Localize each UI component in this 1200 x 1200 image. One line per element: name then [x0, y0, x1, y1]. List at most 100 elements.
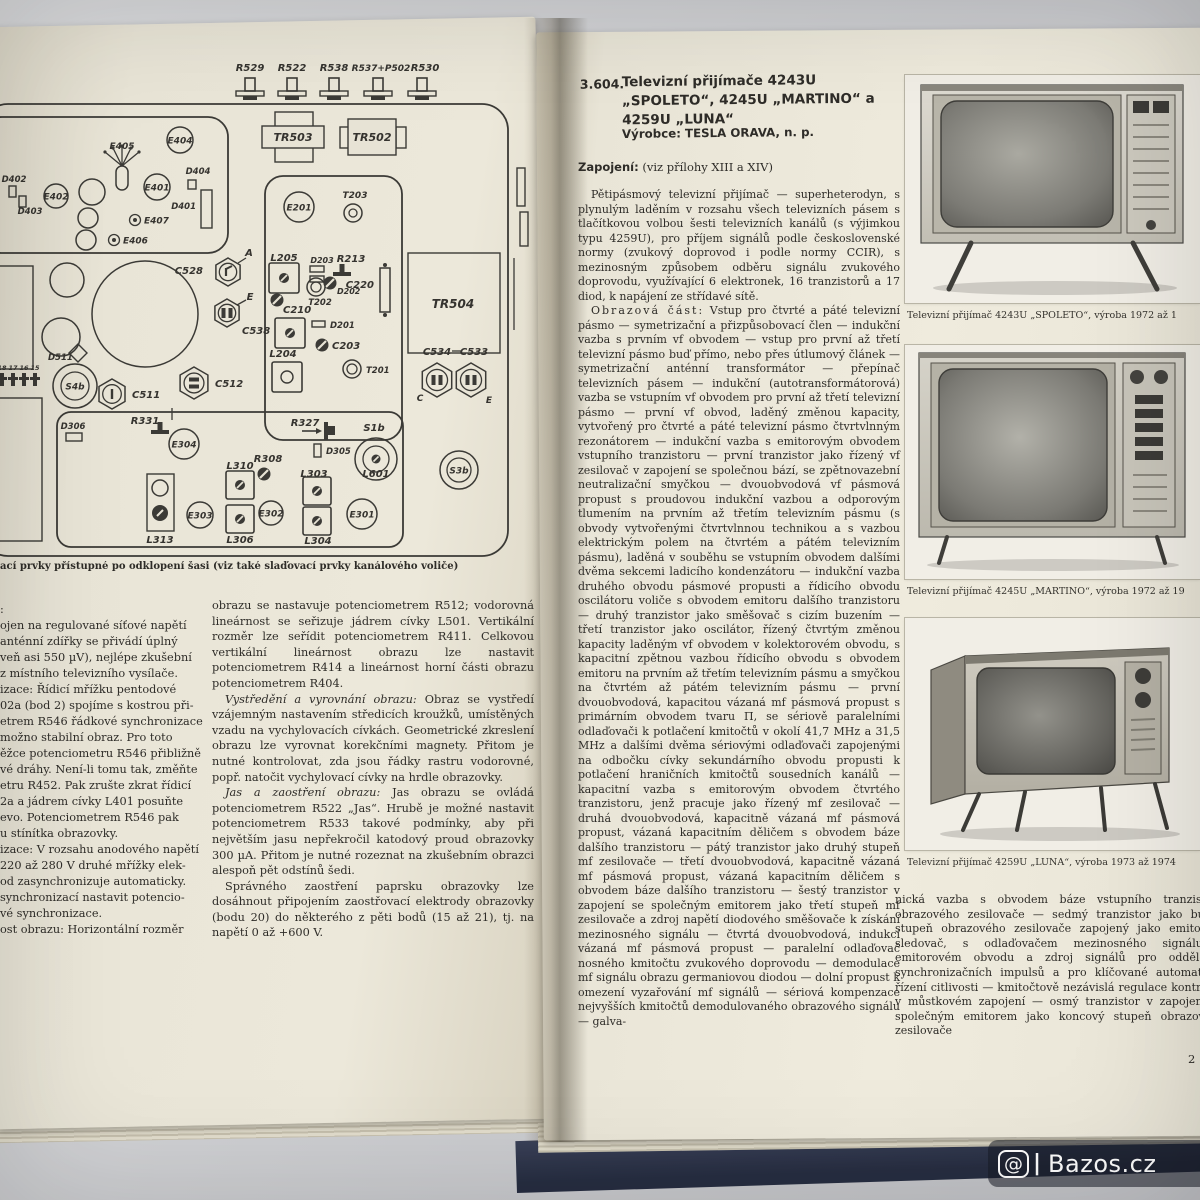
- zapojeni-rest: (viz přílohy XIII a XIV): [638, 160, 773, 174]
- diagram-label-E201: E201: [283, 191, 315, 223]
- diagram-label-E407: E407: [128, 213, 170, 227]
- diagram-sqdot: [302, 476, 332, 506]
- diagram-trim: [277, 77, 307, 100]
- paragraph-lead: Jas a zaostření obrazu:: [225, 786, 381, 800]
- diagram-label-E406: E406: [107, 233, 148, 247]
- tv-luna-illustration: [905, 618, 1200, 850]
- text-line-fragment: vé synchronizace.: [0, 907, 103, 920]
- tv-martino-illustration: [905, 345, 1200, 579]
- diagram-board: [0, 116, 229, 254]
- diagram-fcirc: [152, 505, 168, 521]
- tv-photo-block-spoleto: Televizní přijímač 4243U „SPOLETO“, výro…: [904, 74, 1200, 321]
- diagram-label-L313: L313: [146, 535, 173, 546]
- tv-spoleto-illustration: [905, 75, 1200, 303]
- svg-text:TR503: TR503: [274, 131, 313, 144]
- diagram-label-TR502: TR502: [353, 131, 392, 144]
- svg-text:D201: D201: [330, 321, 355, 331]
- diagram-trim: [407, 77, 437, 100]
- diagram-label-E401: E401: [143, 173, 171, 201]
- diagram-trim: [235, 77, 265, 100]
- svg-text:C511: C511: [132, 390, 160, 401]
- svg-text:R213: R213: [337, 254, 366, 265]
- diagram-halfdot: [315, 338, 329, 352]
- svg-text:R537+P502: R537+P502: [352, 64, 411, 74]
- text-line-fragment: 220 až 280 V druhé mřížky elek-: [0, 859, 186, 872]
- paragraph: Pětipásmový televizní přijímač — superhe…: [578, 188, 900, 303]
- diagram-label-R327: R327: [291, 418, 320, 429]
- svg-text:C203: C203: [332, 341, 360, 352]
- diagram-label-E: E: [486, 396, 493, 406]
- diagram-circ: [41, 317, 81, 357]
- svg-text:C512: C512: [215, 379, 243, 390]
- text-line-fragment: etru R452. Pak zrušte zkrat řídicí: [0, 779, 192, 792]
- diagram-line: [237, 257, 247, 264]
- diagram-circ: [78, 178, 106, 206]
- diagram-label-T201: T201: [366, 366, 390, 376]
- left-page-main-column: obrazu se nastavuje potenciometrem R512;…: [212, 598, 534, 941]
- diagram-label-C533: C533: [460, 347, 488, 358]
- paragraph: Jas a zaostření obrazu: Jas obrazu se ov…: [212, 786, 534, 878]
- diagram-label-R537+P502: R537+P502: [352, 64, 411, 74]
- svg-text:E402: E402: [44, 193, 69, 203]
- diagram-ring3: [354, 437, 398, 481]
- diagram-label-C511: C511: [132, 390, 160, 401]
- svg-text:R529: R529: [236, 63, 265, 74]
- tv-caption-spoleto: Televizní přijímač 4243U „SPOLETO“, výro…: [907, 310, 1177, 321]
- page-number: 2: [1188, 1052, 1196, 1066]
- section-title: Televizní přijímače 4243U „SPOLETO“, 424…: [621, 72, 875, 129]
- text-line-fragment: evo. Potenciometrem R546 pak: [0, 811, 179, 824]
- diagram-trim: [363, 77, 393, 100]
- diagram-label-R308: R308: [254, 454, 283, 465]
- diagram-circ: [151, 479, 169, 497]
- diagram-vrect: [379, 263, 391, 317]
- diagram-arrow: [302, 422, 335, 440]
- diagram-halfdot: [257, 467, 271, 481]
- text-line-fragment: vé dráhy. Není-li tomu tak, změňte: [0, 763, 198, 776]
- diagram-label-S3b: S3b: [439, 450, 479, 490]
- svg-text:L306: L306: [226, 535, 253, 546]
- svg-text:D305: D305: [326, 447, 351, 457]
- diagram-label-E302: E302: [258, 500, 284, 526]
- manufacturer-line: Výrobce: TESLA ORAVA, n. p.: [621, 124, 815, 142]
- svg-text:R308: R308: [254, 454, 283, 465]
- diagram-rect: [311, 320, 326, 328]
- text-line-fragment: 02a (bod 2) spojíme s kostrou při-: [0, 699, 194, 712]
- svg-text:15: 15: [30, 364, 40, 372]
- svg-text:L304: L304: [304, 536, 331, 547]
- diagram-hex: [214, 298, 240, 328]
- diagram-line: [236, 299, 247, 306]
- paragraph-lead: Obrazová část:: [591, 304, 705, 317]
- svg-text:L205: L205: [270, 253, 297, 264]
- watermark-bar-icon: |: [1033, 1151, 1042, 1176]
- svg-text:R522: R522: [278, 63, 307, 74]
- diagram-circ: [77, 207, 99, 229]
- diagram-rect: [8, 185, 17, 198]
- diagram-label-L304: L304: [304, 536, 331, 547]
- svg-text:C210: C210: [283, 305, 311, 316]
- diagram-label-L204: L204: [269, 349, 296, 360]
- diagram-label-C534: C534: [423, 347, 451, 358]
- diagram-label-T203: T203: [343, 191, 368, 201]
- diagram-label-C512: C512: [215, 379, 243, 390]
- svg-text:D403: D403: [18, 207, 43, 217]
- diagram-label-E404: E404: [166, 126, 194, 154]
- text-line-fragment: ojen na regulované síťové napětí: [0, 619, 187, 632]
- diagram-label-D403: D403: [18, 207, 43, 217]
- svg-text:T201: T201: [366, 366, 390, 376]
- watermark-logo-icon: @: [998, 1149, 1029, 1178]
- diagram-circ: [49, 262, 85, 298]
- diagram-rect: [65, 432, 83, 442]
- diagram-pins: 18171615: [0, 364, 40, 386]
- svg-text:C: C: [417, 394, 424, 404]
- svg-text:T202: T202: [308, 298, 332, 308]
- diagram-halfdot: [270, 293, 284, 307]
- svg-text:S3b: S3b: [449, 467, 469, 477]
- svg-text:S4b: S4b: [65, 383, 85, 393]
- svg-text:L303: L303: [300, 469, 327, 480]
- diagram-trimmini: [151, 422, 169, 434]
- tv-photo-spoleto: [904, 74, 1200, 304]
- text-line-fragment: z místního televizního vysílače.: [0, 667, 178, 680]
- diagram-label-R331: R331: [131, 416, 160, 427]
- diagram-rect: [200, 189, 213, 229]
